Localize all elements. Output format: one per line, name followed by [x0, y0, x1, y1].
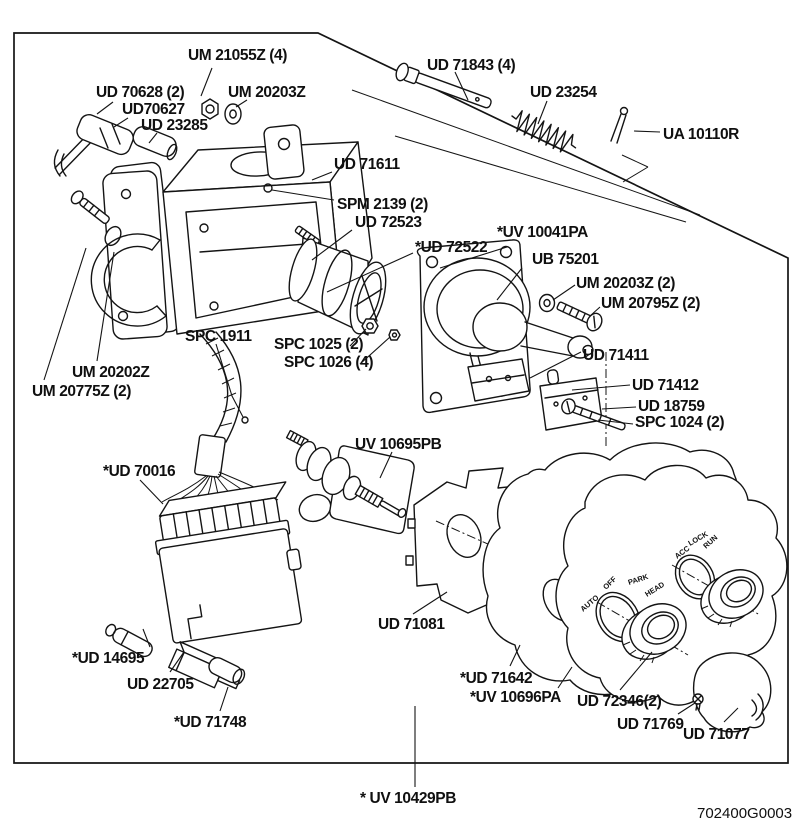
part-bezel-ud72346-left [621, 603, 687, 664]
part-label-ud71412: UD 71412 [632, 377, 699, 394]
part-spring-ud23254 [511, 110, 577, 153]
part-label-uv10041pa: *UV 10041PA [497, 224, 588, 241]
part-cotter-pin-ua10110r [610, 106, 629, 144]
part-label-um21055z: UM 21055Z (4) [188, 47, 287, 64]
part-label-spm2139: SPM 2139 (2) [337, 196, 428, 213]
drawing-number: 702400G0003 [697, 805, 792, 822]
part-label-ud71769: UD 71769 [617, 716, 684, 733]
part-label-ud72523: UD 72523 [355, 214, 422, 231]
part-screw-um20775z [70, 190, 110, 225]
part-label-spc1026: SPC 1026 (4) [284, 354, 373, 371]
part-label-um20775z: UM 20775Z (2) [32, 383, 131, 400]
diagram-frame [13, 32, 789, 764]
part-label-ud14695: *UD 14695 [72, 650, 145, 667]
explosion-axis-lines [351, 89, 701, 223]
part-label-ud71748: *UD 71748 [174, 714, 247, 731]
part-bolt-ud71843 [395, 62, 492, 109]
part-label-um20203z-2: UM 20203Z (2) [576, 275, 675, 292]
part-label-spc1024: SPC 1024 (2) [635, 414, 724, 431]
part-nut-spc1026 [388, 329, 401, 341]
part-label-ud70016: *UD 70016 [103, 463, 176, 480]
part-faceplate-uv10696pa: AUTO OFF PARK HEAD ACC LOCK RUN [555, 464, 788, 706]
part-label-ud72346: UD 72346(2) [577, 693, 662, 710]
part-contact-plate-ud71411 [467, 358, 530, 402]
part-screw-um20795z [556, 301, 603, 332]
part-retainer-ring [90, 225, 167, 327]
part-label-ud71642: *UD 71642 [460, 670, 532, 687]
part-label-ud71411: UD 71411 [583, 347, 650, 364]
part-bezel-ud72346-right [700, 569, 764, 628]
part-washer-um20203z-2 [538, 293, 556, 313]
part-mounting-bracket [102, 161, 180, 340]
part-label-ua10110r: UA 10110R [663, 126, 739, 143]
part-switch-stalk-ud70627 [53, 114, 134, 177]
part-labels: UM 21055Z (4) UD 70628 (2) UD70627 UD 23… [32, 47, 750, 807]
part-label-ud22705: UD 22705 [127, 676, 194, 693]
part-solenoid-uv10695pb [285, 429, 415, 535]
part-label-ud70628: UD 70628 (2) [96, 84, 184, 101]
part-ignition-cylinder-ud72523 [288, 237, 387, 336]
part-knob-ud71077 [693, 652, 772, 733]
part-washer-um20203z [224, 103, 242, 125]
part-connector-ud70016 [154, 481, 303, 644]
part-terminal-ud14695 [105, 623, 153, 658]
part-screw-ud71769 [692, 693, 704, 711]
part-label-ud70627: UD70627 [122, 101, 185, 118]
part-sleeve-ud71748 [208, 657, 246, 685]
part-label-ud72522: *UD 72522 [415, 239, 487, 256]
part-label-uv10695pb: UV 10695PB [355, 436, 442, 453]
part-switch-ub75201 [423, 257, 594, 397]
part-nut-um21055z [201, 98, 219, 120]
part-label-um20203z: UM 20203Z [228, 84, 306, 101]
part-label-spc1911: SPC 1911 [185, 328, 252, 345]
part-label-spc1025: SPC 1025 (2) [274, 336, 363, 353]
part-rivet-spc1911 [241, 416, 249, 424]
part-label-ud71081: UD 71081 [378, 616, 445, 633]
part-label-um20795z: UM 20795Z (2) [601, 295, 700, 312]
part-label-ud23254: UD 23254 [530, 84, 597, 101]
part-connector-ud23285 [132, 126, 178, 161]
part-label-ud71843: UD 71843 (4) [427, 57, 515, 74]
leader-lines [43, 67, 739, 787]
part-label-ud71077: UD 71077 [683, 726, 750, 743]
part-label-um20202z: UM 20202Z [72, 364, 150, 381]
part-label-ud23285: UD 23285 [141, 117, 208, 134]
part-label-ub75201: UB 75201 [532, 251, 599, 268]
part-label-ud71611: UD 71611 [334, 156, 401, 173]
part-label-uv10429pb: * UV 10429PB [360, 790, 456, 807]
part-label-ud18759: UD 18759 [638, 398, 705, 415]
part-label-uv10696pa: *UV 10696PA [470, 689, 561, 706]
